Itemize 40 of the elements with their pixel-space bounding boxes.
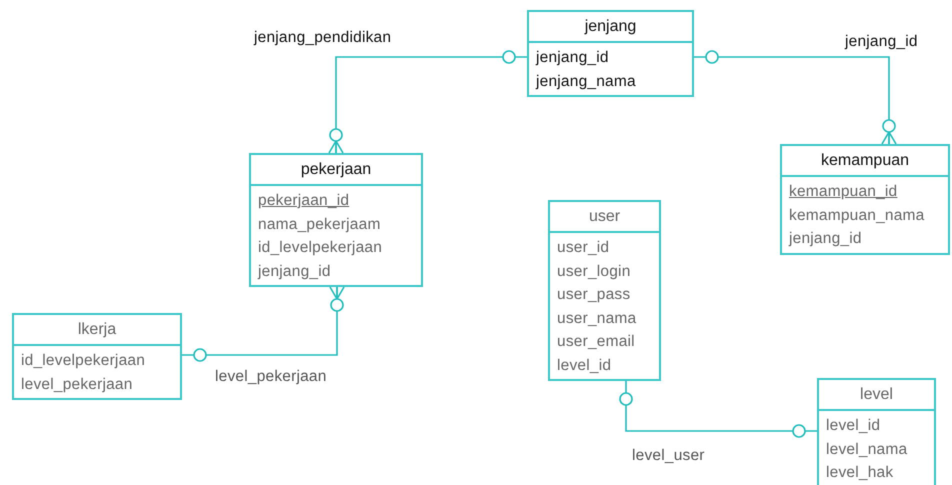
relationship-line	[619, 381, 817, 438]
column-name: jenjang_id	[788, 229, 863, 249]
edge-label: jenjang_id	[845, 33, 918, 51]
entity-table	[817, 378, 936, 485]
entity-table	[249, 153, 423, 287]
edge-label: level_pekerjaan	[215, 368, 327, 386]
table-name: pekerjaan	[251, 155, 421, 186]
column-name: level_pekerjaan	[20, 374, 134, 394]
column-name: level_hak	[825, 463, 894, 483]
column-name: jenjang_id	[256, 262, 332, 282]
table-name: user	[550, 202, 659, 233]
table-name: jenjang	[529, 12, 692, 43]
column-name: jenjang_id	[534, 48, 610, 68]
column-name: user_login	[556, 262, 632, 282]
table-name: level	[819, 380, 934, 411]
column-name: user_email	[556, 332, 636, 352]
relationship-line	[182, 286, 345, 362]
edge-label: level_user	[632, 447, 705, 465]
column-name: user_id	[556, 238, 610, 258]
entity-table	[527, 10, 694, 97]
column-name: pekerjaan_id	[257, 191, 350, 211]
relationship-line	[328, 50, 527, 154]
column-name: id_levelpekerjaan	[20, 351, 146, 371]
column-name: jenjang_nama	[534, 72, 637, 92]
relationship-line	[694, 50, 897, 145]
entity-table	[780, 144, 950, 254]
column-name: level_id	[556, 356, 612, 376]
edge-label: jenjang_pendidikan	[254, 29, 392, 47]
column-name: user_nama	[556, 308, 638, 328]
column-name: kemampuan_id	[788, 182, 898, 202]
column-name: level_id	[825, 416, 882, 436]
table-name: kemampuan	[782, 146, 948, 177]
entity-table	[12, 313, 182, 400]
column-name: level_nama	[825, 440, 908, 460]
column-name: nama_pekerjaam	[257, 214, 382, 234]
column-name: id_levelpekerjaan	[257, 238, 384, 258]
table-name: lkerja	[14, 315, 180, 346]
entity-table	[548, 200, 661, 381]
column-name: user_pass	[556, 285, 632, 305]
column-name: kemampuan_nama	[788, 206, 926, 226]
